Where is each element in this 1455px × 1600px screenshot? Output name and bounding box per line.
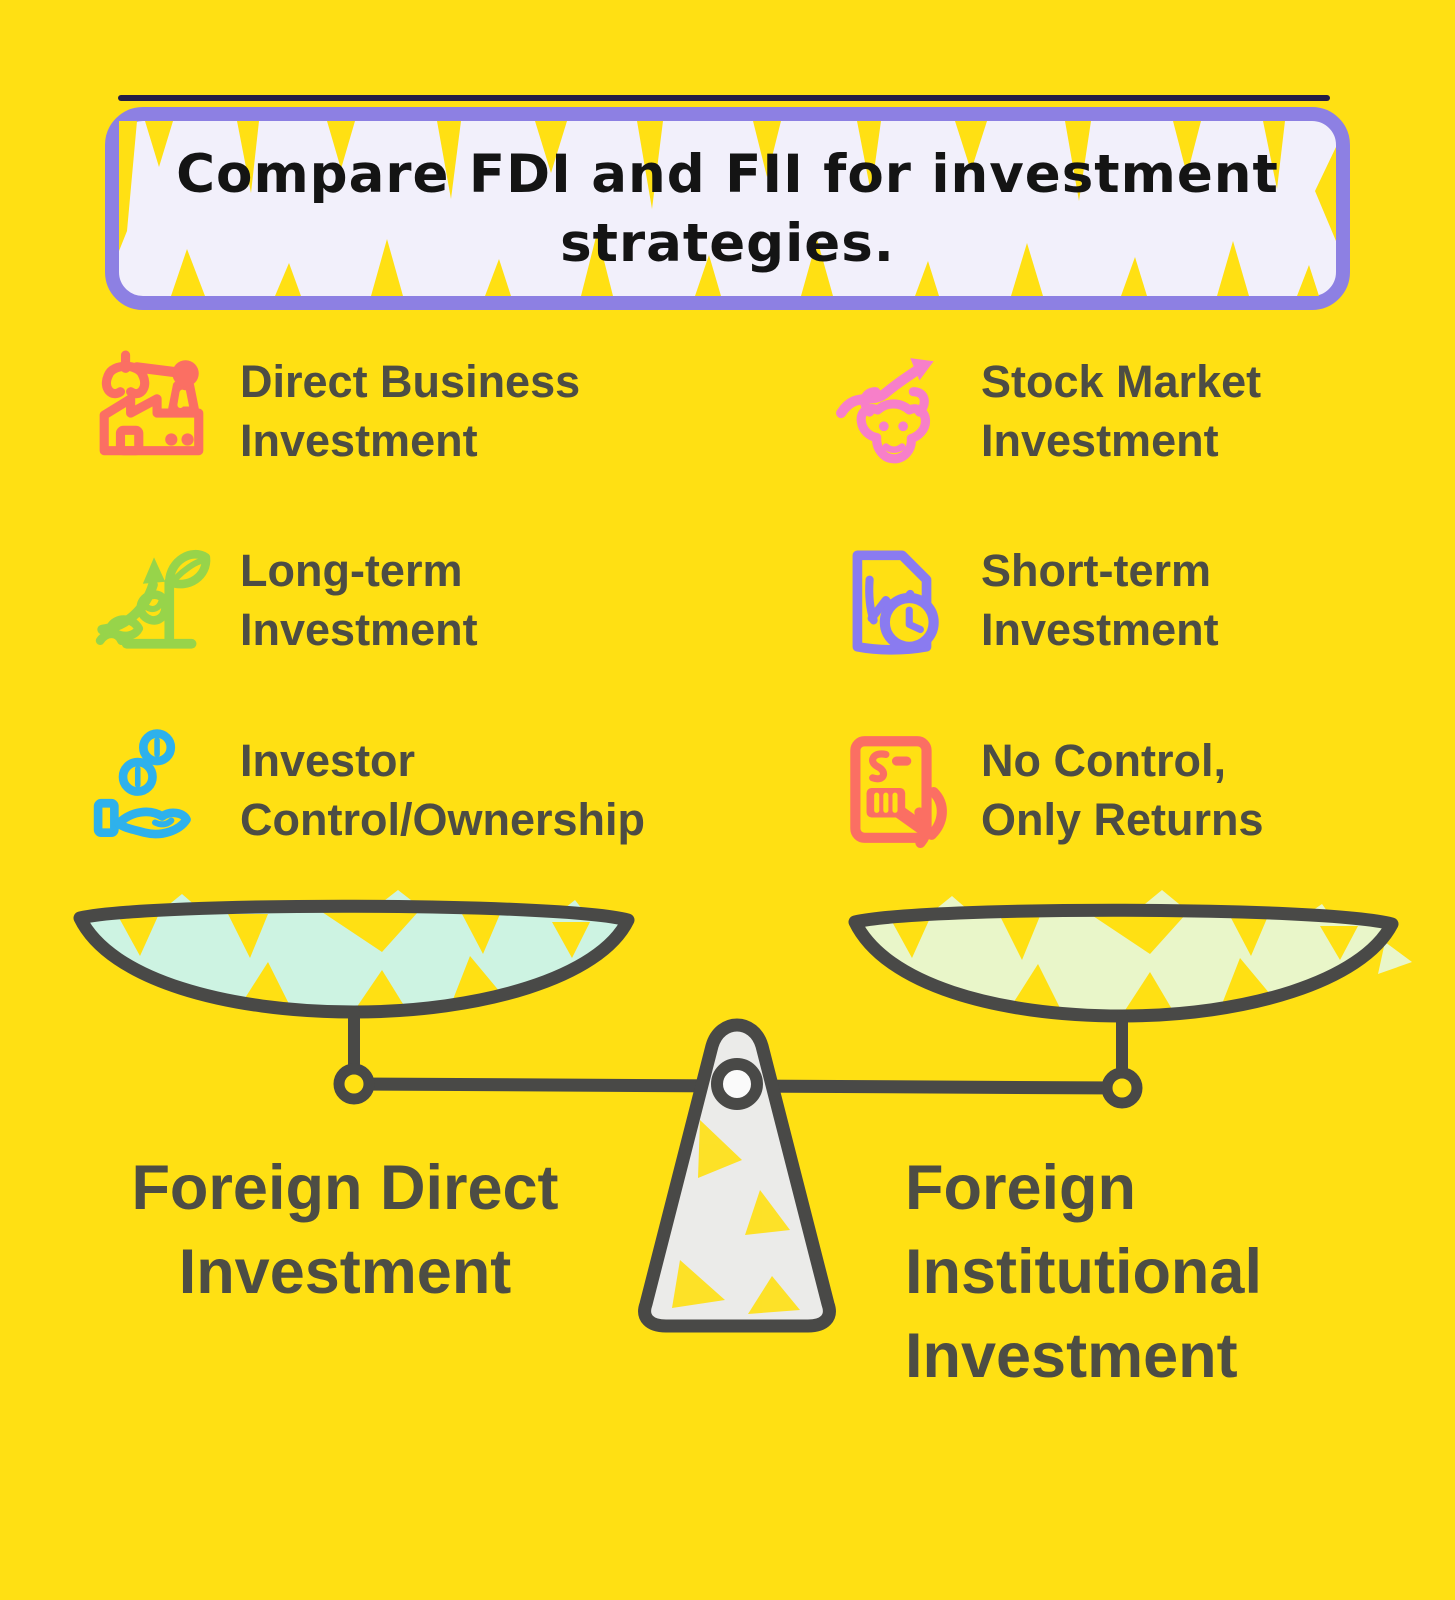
title-line-1: Compare FDI and FII for investment [176, 143, 1279, 205]
banner-jagged-texture [119, 121, 1336, 296]
feature-label: No Control, Only Returns [981, 727, 1264, 849]
page-title: Compare FDI and FII for investment strat… [119, 121, 1336, 296]
balance-scale-illustration [73, 890, 1412, 1333]
feature-label: Direct Business Investment [240, 348, 580, 470]
feature-short-term-investment: Short-term Investment [833, 537, 1219, 659]
feature-label-line: Investment [981, 415, 1219, 466]
feature-label: Investor Control/Ownership [240, 727, 645, 849]
right-beam-ring [1101, 1067, 1143, 1109]
bull-market-icon [833, 348, 955, 470]
right-pan [848, 890, 1412, 1078]
feature-label-line: Investment [981, 604, 1219, 655]
feature-label-line: Short-term [981, 545, 1212, 596]
left-pan-label: Foreign Direct Investment [85, 1146, 605, 1314]
feature-label-line: Long-term [240, 545, 463, 596]
title-banner: Compare FDI and FII for investment strat… [105, 107, 1350, 310]
feature-label-line: Only Returns [981, 794, 1264, 845]
right-pan-label-line: Foreign [905, 1153, 1136, 1223]
feature-stock-market-investment: Stock Market Investment [833, 348, 1261, 470]
fulcrum [638, 1018, 836, 1333]
left-pan [73, 890, 635, 1074]
factory-icon [92, 348, 214, 470]
feature-label-line: Direct Business [240, 356, 581, 407]
right-pan-label: Foreign Institutional Investment [905, 1146, 1450, 1398]
feature-label-line: No Control, [981, 735, 1226, 786]
sprout-growth-icon [92, 537, 214, 659]
left-pan-label-line: Foreign Direct [131, 1153, 559, 1223]
feature-label: Short-term Investment [981, 537, 1219, 659]
atm-returns-icon [833, 727, 955, 849]
hand-coins-icon [92, 727, 214, 849]
right-pan-label-line: Investment [905, 1321, 1238, 1391]
feature-label-line: Investor [240, 735, 416, 786]
banner-top-stroke [118, 95, 1330, 101]
feature-long-term-investment: Long-term Investment [92, 537, 478, 659]
feature-label: Long-term Investment [240, 537, 478, 659]
left-beam-ring [333, 1063, 375, 1105]
feature-investor-control-ownership: Investor Control/Ownership [92, 727, 645, 849]
feature-label-line: Stock Market [981, 356, 1262, 407]
document-clock-icon [833, 537, 955, 659]
pivot-hole [711, 1058, 763, 1110]
title-line-2: strategies. [560, 212, 895, 274]
right-pan-label-line: Institutional [905, 1237, 1262, 1307]
feature-label-line: Control/Ownership [240, 794, 645, 845]
feature-direct-business-investment: Direct Business Investment [92, 348, 580, 470]
feature-label: Stock Market Investment [981, 348, 1261, 470]
feature-label-line: Investment [240, 415, 478, 466]
feature-label-line: Investment [240, 604, 478, 655]
feature-no-control-only-returns: No Control, Only Returns [833, 727, 1264, 849]
left-pan-label-line: Investment [178, 1237, 512, 1307]
